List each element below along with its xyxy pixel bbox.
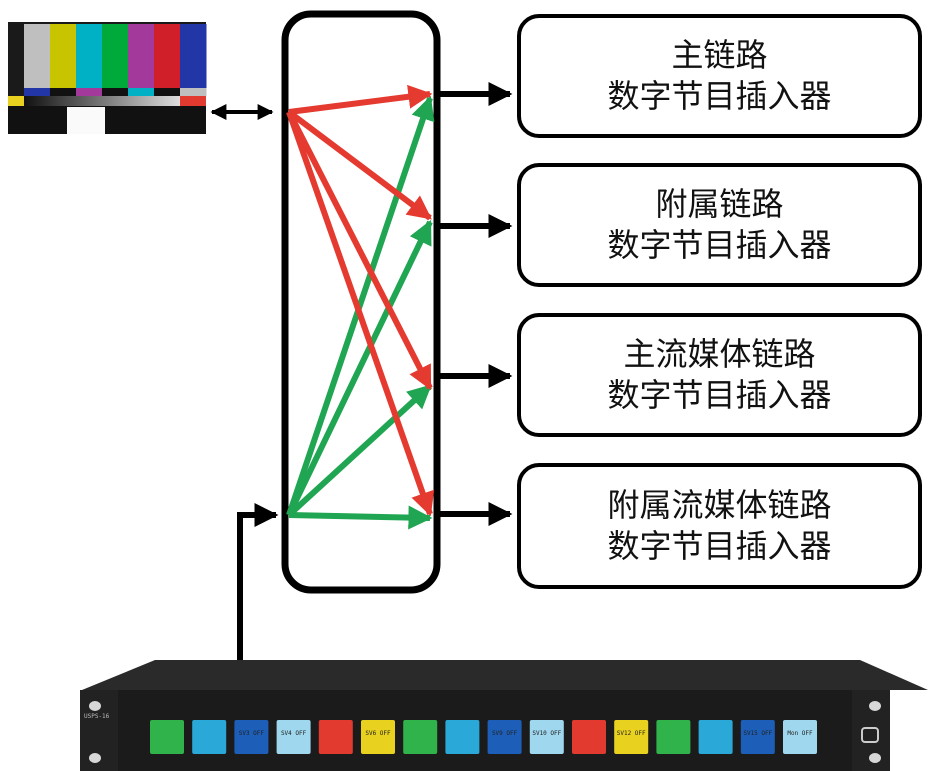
rack-hole (869, 753, 881, 763)
color-bar (128, 24, 155, 88)
panel-key-14[interactable] (698, 720, 733, 754)
color-bar (76, 24, 103, 88)
color-bar (24, 24, 51, 88)
panel-key-label: SV12 OFF (616, 730, 646, 737)
panel-key-15[interactable] (740, 720, 775, 754)
output-box-main: 主链路 数字节目插入器 (517, 14, 922, 138)
color-bar-mid (76, 88, 103, 96)
panel-key-label: SV10 OFF (532, 730, 562, 737)
panel-key-5[interactable] (318, 720, 353, 754)
panel-model-label: USPS-16 (84, 713, 110, 720)
output-title: 主链路 (671, 36, 768, 74)
white-patch (67, 107, 105, 134)
panel-key-label: SV6 OFF (365, 730, 391, 737)
red-arrow-to-stream-aux (286, 111, 435, 517)
panel-key-label: SV3 OFF (238, 730, 265, 737)
red-signal-arrows (286, 84, 435, 517)
output-arrows (437, 82, 513, 526)
color-bar (180, 24, 207, 88)
test-pattern-image (8, 22, 207, 134)
red-arrow-to-main (288, 84, 433, 115)
color-bar (102, 24, 129, 88)
output-subtitle: 数字节目插入器 (607, 226, 832, 264)
green-arrow-to-aux (286, 219, 433, 517)
panel-key-4[interactable] (276, 720, 311, 754)
panel-key-13[interactable] (656, 720, 691, 754)
panel-indicator-icon (861, 727, 879, 743)
color-bar-mid (24, 88, 51, 96)
output-title: 附属链路 (655, 185, 784, 223)
panel-key-1[interactable] (150, 720, 184, 754)
panel-key-label: SV4 OFF (280, 730, 307, 737)
panel-key-label: SV15 OFF (743, 730, 773, 737)
output-subtitle: 数字节目插入器 (607, 527, 832, 565)
color-bar-mid (102, 88, 129, 96)
color-bar (154, 24, 181, 88)
rack-hole (89, 701, 101, 711)
color-bar (50, 24, 77, 88)
gray-ramp (24, 96, 206, 106)
red-arrow-to-stream-main (286, 110, 433, 391)
panel-key-10[interactable] (529, 720, 564, 754)
panel-key-3[interactable] (234, 720, 269, 754)
output-subtitle: 数字节目插入器 (607, 376, 832, 414)
panel-top-surface (82, 660, 928, 690)
panel-key-7[interactable] (403, 720, 438, 754)
green-arrow-to-stream-aux (288, 505, 433, 530)
pluge-strip (8, 106, 206, 134)
panel-key-8[interactable] (445, 720, 480, 754)
color-bars-middle (24, 88, 207, 96)
control-panel-arrow (237, 503, 279, 662)
panel-key-6[interactable] (361, 720, 395, 754)
router-matrix-box (281, 10, 441, 594)
panel-key-2[interactable] (192, 720, 227, 754)
green-arrow-to-stream-main (286, 383, 433, 518)
panel-key-label: Mon OFF (787, 730, 813, 737)
rack-hole (869, 701, 881, 711)
panel-key-11[interactable] (572, 720, 606, 754)
color-bars-top (24, 24, 207, 88)
control-panel (80, 660, 928, 771)
color-bar-mid (128, 88, 155, 96)
output-subtitle: 数字节目插入器 (607, 77, 832, 115)
panel-key-9[interactable] (487, 720, 522, 754)
panel-key-label: SV9 OFF (491, 730, 518, 737)
output-box-aux: 附属链路 数字节目插入器 (517, 163, 922, 287)
output-box-stream-main: 主流媒体链路 数字节目插入器 (517, 313, 922, 437)
output-title: 主流媒体链路 (623, 335, 816, 373)
color-bar-mid (154, 88, 181, 96)
panel-keys (150, 720, 817, 754)
panel-key-12[interactable] (614, 720, 649, 754)
red-arrow-to-aux (287, 109, 432, 221)
color-bar-mid (50, 88, 77, 96)
panel-key-16[interactable] (783, 720, 817, 754)
rack-hole (89, 753, 101, 763)
color-bar-mid (180, 88, 207, 96)
output-box-stream-aux: 附属流媒体链路 数字节目插入器 (517, 463, 922, 589)
output-title: 附属流媒体链路 (607, 486, 832, 524)
